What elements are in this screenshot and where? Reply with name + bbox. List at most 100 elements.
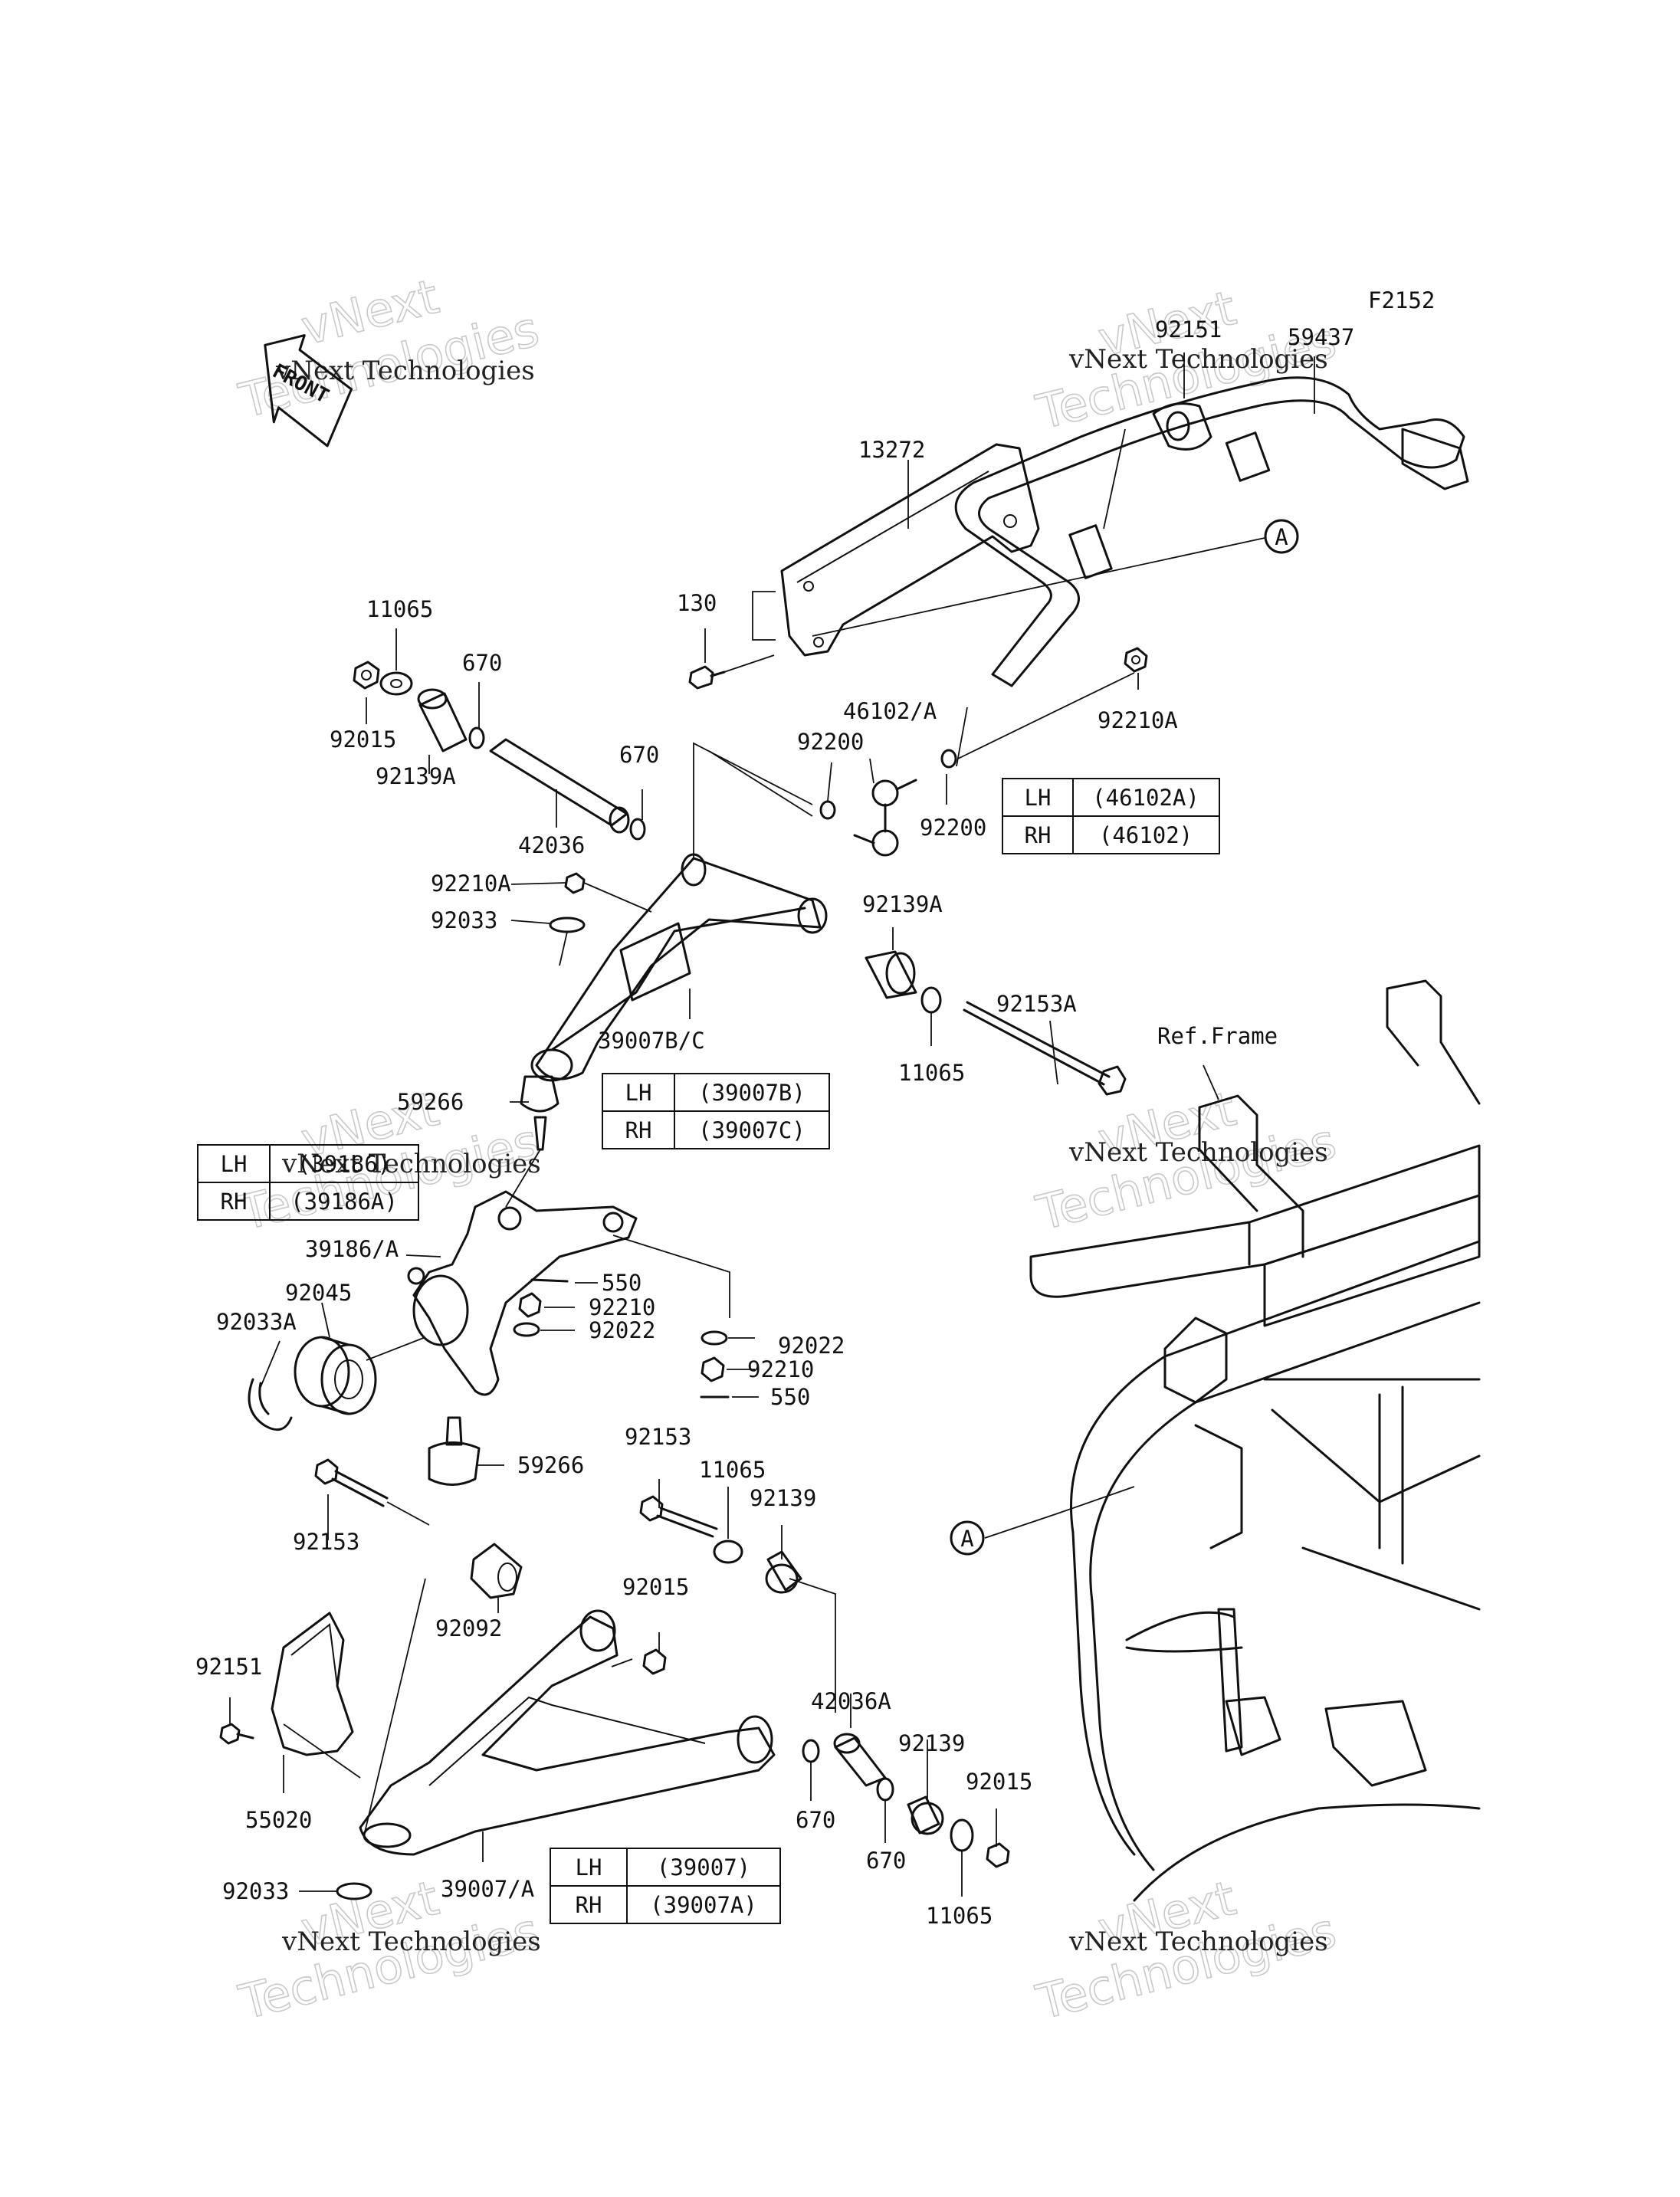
label-670-b: 670 (619, 742, 659, 768)
svg-text:(39007): (39007) (657, 1854, 750, 1881)
stabilizer-bar (954, 376, 1469, 687)
label-11065-d: 11065 (926, 1903, 993, 1929)
svg-text:LH: LH (1025, 785, 1052, 811)
label-92151-top: 92151 (1155, 316, 1222, 343)
ring-670-b (629, 818, 646, 841)
washer-92022-a (513, 1322, 540, 1337)
label-92022-b: 92022 (778, 1333, 845, 1359)
svg-text:(46102A): (46102A) (1092, 785, 1199, 811)
svg-text:(46102): (46102) (1099, 822, 1193, 848)
bolt-92153-left (314, 1458, 389, 1507)
label-92153-middle: 92153 (625, 1424, 691, 1450)
label-39007A: 39007/A (441, 1876, 534, 1902)
label-92153A: 92153A (996, 991, 1077, 1017)
ball-joint-59266-upper (520, 1075, 559, 1151)
bolt-92153A (963, 1001, 1127, 1096)
svg-text:(39007A): (39007A) (650, 1892, 757, 1918)
nut-92015-c (986, 1842, 1010, 1868)
label-92153-left: 92153 (293, 1529, 359, 1555)
label-59266-lower: 59266 (517, 1452, 584, 1478)
nut-92210-a (518, 1292, 542, 1318)
label-92210-a: 92210 (589, 1294, 655, 1320)
svg-text:vNext Technologies: vNext Technologies (281, 1149, 541, 1179)
label-92092: 92092 (435, 1615, 502, 1641)
label-92015-b: 92015 (622, 1574, 689, 1600)
label-42036A: 42036A (811, 1688, 891, 1714)
frame-reference (1029, 979, 1481, 1902)
link-rod-46102 (853, 779, 917, 857)
bolt-92153-middle (639, 1495, 718, 1538)
ring-670-d (876, 1777, 894, 1802)
watermark-mid-right: vNext Technologies vNext Technologies (1030, 1080, 1342, 1241)
lower-arm-39007A (359, 1609, 776, 1856)
label-92015-a: 92015 (330, 726, 396, 753)
svg-text:(39007B): (39007B) (698, 1080, 806, 1106)
shaft-42036 (489, 738, 630, 834)
label-92139A-b: 92139A (862, 891, 943, 917)
nut-92210A-left (564, 872, 586, 894)
bushing-92151-top (1152, 402, 1212, 451)
label-92045: 92045 (285, 1280, 352, 1306)
label-11065-b: 11065 (898, 1060, 965, 1086)
watermark-top-left: vNext Technologies vNext Technologies (233, 267, 545, 429)
svg-text:LH: LH (576, 1854, 602, 1881)
circlip-92033A (248, 1378, 293, 1431)
bracket-13272 (780, 443, 1040, 657)
table-46102: LH (46102A) RH (46102) (1002, 778, 1220, 854)
clip-92033-a (549, 917, 586, 933)
nut-92015-b (642, 1648, 667, 1675)
label-42036: 42036 (518, 832, 585, 858)
bushing-92139-b (907, 1795, 944, 1835)
skid-plate-55020 (271, 1612, 354, 1756)
callout-a-upper: A (1264, 519, 1299, 554)
label-670-a: 670 (462, 650, 502, 676)
svg-text:LH: LH (221, 1151, 248, 1177)
svg-text:A: A (960, 1526, 973, 1552)
bolt-130 (688, 665, 726, 690)
figure-code: F2152 (1368, 287, 1435, 313)
washer-92022-b (701, 1330, 728, 1346)
label-550-b: 550 (770, 1384, 810, 1410)
cotter-pin-550-a (530, 1278, 569, 1283)
label-550-a: 550 (602, 1270, 641, 1296)
svg-text:vNext Technologies: vNext Technologies (281, 1926, 541, 1957)
ring-670-a (468, 726, 485, 749)
svg-text:(39007C): (39007C) (698, 1117, 806, 1143)
washer-92200-a (819, 800, 836, 820)
label-92033A: 92033A (216, 1309, 297, 1335)
label-92200-a: 92200 (797, 729, 864, 755)
part-labels: 92151 59437 13272 130 92210A 46102/A 922… (195, 316, 1354, 1929)
knuckle-39186A (407, 1190, 638, 1396)
bolt-92151-lower (219, 1723, 254, 1745)
watermark-bottom-right: vNext Technologies vNext Technologies (1030, 1869, 1342, 2031)
label-39186A: 39186/A (305, 1236, 399, 1262)
svg-text:A: A (1275, 524, 1288, 550)
nut-92015-a (353, 661, 380, 690)
label-46102A: 46102/A (843, 698, 937, 724)
label-13272: 13272 (858, 437, 925, 463)
svg-text:vNext Technologies: vNext Technologies (275, 356, 535, 386)
callout-a-lower: A (950, 1520, 985, 1556)
label-39007BC: 39007B/C (598, 1028, 705, 1054)
label-59266-upper: 59266 (397, 1089, 464, 1115)
svg-text:vNext Technologies: vNext Technologies (1068, 344, 1328, 375)
label-92139-a: 92139 (750, 1485, 816, 1511)
label-92139A-a: 92139A (376, 763, 456, 789)
label-92200-b: 92200 (920, 815, 986, 841)
label-92033-a: 92033 (431, 907, 497, 933)
washer-92200-b (940, 749, 957, 769)
leader-lines (229, 353, 1315, 1897)
ring-670-c (802, 1739, 820, 1763)
bushing-92139A-b (865, 950, 917, 999)
label-92210-b: 92210 (747, 1356, 814, 1382)
bearing-92045 (294, 1336, 377, 1415)
label-670-c: 670 (796, 1807, 835, 1833)
label-ref-frame: Ref.Frame (1157, 1023, 1278, 1049)
label-92210A-right: 92210A (1098, 707, 1178, 733)
label-11065-c: 11065 (699, 1457, 766, 1483)
table-39007: LH (39007) RH (39007A) (550, 1848, 781, 1924)
label-670-d: 670 (866, 1848, 906, 1874)
washer-11065-a (379, 671, 413, 696)
label-59437: 59437 (1288, 324, 1354, 350)
